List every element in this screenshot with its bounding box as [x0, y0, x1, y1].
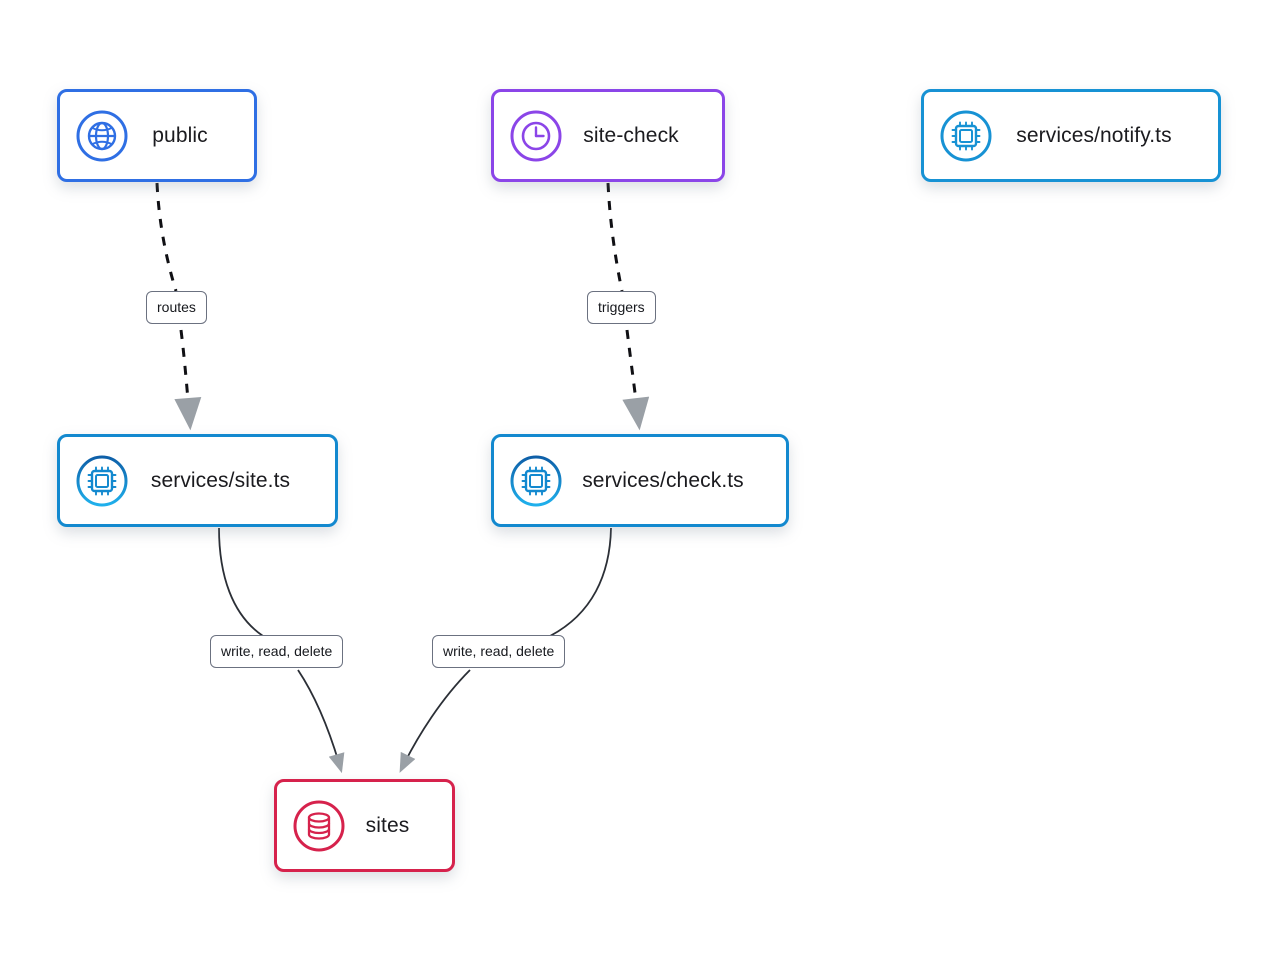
node-label: services/site.ts [150, 468, 291, 492]
cpu-chip-icon [508, 453, 564, 509]
cpu-chip-icon [938, 108, 994, 164]
node-label: public [152, 123, 208, 147]
edge-label-routes: routes [146, 291, 207, 324]
database-icon [291, 798, 347, 854]
clock-icon [508, 108, 564, 164]
edge-label-write-read-delete-left: write, read, delete [210, 635, 344, 668]
node-services-check[interactable]: services/check.ts [491, 434, 789, 527]
node-services-site[interactable]: services/site.ts [57, 434, 338, 527]
node-services-notify[interactable]: services/notify.ts [921, 89, 1221, 182]
node-public[interactable]: public [57, 89, 257, 182]
edge-label-write-read-delete-right: write, read, delete [432, 635, 566, 668]
node-site-check[interactable]: site-check [491, 89, 725, 182]
node-label: sites [365, 813, 410, 837]
edge-label-triggers: triggers [587, 291, 656, 324]
globe-icon [74, 108, 130, 164]
cpu-chip-icon [74, 453, 130, 509]
node-sites[interactable]: sites [274, 779, 455, 872]
node-label: services/notify.ts [1016, 123, 1172, 147]
node-label: services/check.ts [582, 468, 744, 492]
node-label: site-check [583, 123, 679, 147]
